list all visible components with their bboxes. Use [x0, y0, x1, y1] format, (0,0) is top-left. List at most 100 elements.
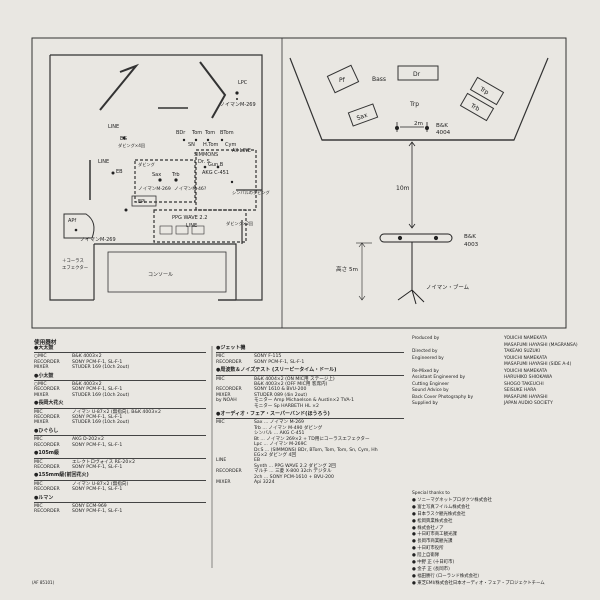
equipment-type: RECORDER — [34, 487, 60, 493]
equipment-title: 使用器材 — [34, 340, 57, 346]
thanks-item: ● 東芝EMI/株式会社日本オーディオ・フェア・プロジェクトチーム — [412, 580, 545, 586]
thanks-item: ● 陸上自衛隊 — [412, 553, 440, 559]
catalog-code: (AF 85101) — [32, 580, 55, 585]
eg-label: EG — [120, 136, 127, 142]
equipment-type: MIC — [34, 459, 43, 465]
credit-name: SHOGO TAKEUCHI — [504, 381, 544, 387]
thanks-item: ● ソニーマグネットプロダクツ株式会社 — [412, 497, 492, 503]
boom-label: ノイマン・ブーム — [426, 283, 470, 291]
two-m-label: 2m — [414, 121, 423, 127]
equipment-model: SONY PCM-F-1, SL-F-1 — [72, 387, 123, 393]
thanks-item: ● 十日町市役所 — [412, 546, 444, 552]
thanks-item: ● 十日町市商工観光課 — [412, 532, 457, 538]
equipment-type: MIC — [216, 354, 225, 360]
thanks-item: ● 中野 正 (十日町市) — [412, 560, 455, 566]
mic-label-neumann-269-low: ノイマンM-269 — [80, 237, 116, 243]
equipment-type: RECORDER — [34, 387, 60, 393]
equipment-model: モニター Sp HARBETH HL ×2 — [254, 403, 319, 409]
equipment-model: Dr.S ... (SIMMONS) BDr, BTom, Tom, Tom, … — [254, 447, 378, 453]
equipment-model: モニター Amp Michaelson & Austin×2 TVA-1 — [254, 398, 354, 404]
equipment-model: SONY PCM-F-1, SL-F-1 — [72, 464, 123, 470]
thanks-item: ● 株式会社ノア — [412, 525, 444, 531]
ten-m-label: 10m — [396, 185, 410, 192]
equipment-row: Lpc ... ノイマン M-269C — [216, 442, 404, 447]
trp-label-right: Trp — [409, 101, 419, 108]
dubbing-x4-label: ダビング×4回 — [118, 142, 145, 149]
equipment-model: エレクトロヴォイス RE-20×2 — [72, 459, 136, 465]
equipment-model: Trb ... ノイマン M-490 ダビング — [254, 425, 323, 431]
equipment-model: SONY PCM-F-1, SL-F-1 — [72, 359, 123, 365]
equipment-section-title: ●長岡大花火 — [34, 400, 64, 407]
mic-label-neumann-269-top: ノイマンM-269 — [220, 102, 256, 108]
section-rule — [34, 352, 206, 354]
equipment-section-title: ●小太鼓 — [34, 372, 54, 379]
credit-name: YOUICHI NAMEKATA — [504, 336, 548, 341]
equipment-type: MIC — [34, 437, 43, 443]
equipment-section-title: ●オーディオ・フェア・スーパーバンド(ほうろう) — [216, 411, 330, 418]
cymbal-dub-label: シンバルのダビング — [232, 189, 270, 196]
equipment-row: RECORDER SONY PCM-F-1, SL-F-1 — [34, 465, 206, 470]
equipment-row: Dr.S ... (SIMMONS) BDr, BTom, Tom, Tom, … — [216, 448, 404, 453]
equipment-section-title: ●ひぐらし — [34, 427, 59, 434]
equipment-type: MIC — [34, 503, 43, 509]
equipment-model: EB — [254, 458, 261, 464]
chorus-label: ＋コーラス — [62, 258, 84, 264]
apf-label: APf — [68, 218, 76, 224]
dubbing-x2-label: ダビング×2回 — [226, 220, 253, 227]
equipment-type: RECORDER — [216, 387, 242, 393]
equipment-model: SONY PCM-F-1, SL-F-1 — [72, 487, 123, 493]
equipment-type: RECORDER — [34, 464, 60, 470]
equipment-model: B&K 4003×2 — [72, 354, 102, 360]
trb-label: Trb — [171, 172, 180, 178]
simmons-dr-label: Dr. S — [198, 159, 210, 165]
trp-box — [469, 76, 505, 106]
epi-label: EPi — [138, 199, 145, 205]
equipment-row: RECORDER SONY PCM-F-1, SL-F-1 — [34, 487, 206, 492]
equipment-type: MIC — [34, 481, 43, 487]
section-rule — [34, 479, 206, 481]
equipment-row: RECORDER SONY PCM-F-1, SL-F-1 — [34, 360, 206, 365]
mic-label-neumann-46: ノイマンM-46? — [174, 186, 207, 192]
stage-plan — [289, 57, 549, 141]
trp-box-label: Trp — [478, 85, 490, 96]
piano-shape — [326, 64, 360, 94]
line-label-3: LINE — [186, 223, 197, 229]
equipment-model: B&K 4003×2 — [72, 382, 102, 388]
credit-row: MASAFUMI HAYASHI (SIDE A-4) — [412, 362, 578, 369]
equipment-type — [216, 404, 254, 409]
equipment-row: Bt ... ノイマン 269×2 + TD用にコーラスエフェクター — [216, 437, 404, 442]
thanks-item: ● 日本ラスク観光株式会社 — [412, 511, 466, 517]
section-rule — [216, 418, 404, 420]
section-rule — [34, 501, 206, 503]
equipment-type: ○MIC — [34, 382, 47, 388]
tom2-label: Tom — [204, 130, 215, 136]
equipment-type: MIC — [34, 409, 43, 415]
bk-top-num: 4004 — [436, 130, 451, 136]
equipment-model: SONY PCM-F-1, SL-F-1 — [72, 509, 123, 515]
equipment-type: RECORDER — [34, 359, 60, 365]
credit-name: MASAFUMI HAYASHI (MAGRANSA) — [504, 342, 578, 348]
equipment-type: MIC — [216, 420, 225, 426]
equipment-model: Lpc ... ノイマン M-269C — [254, 442, 307, 448]
credit-name: JAPAN AUDIO SOCIETY — [504, 401, 553, 406]
thanks-item: ● 長岡市商業観光課 — [412, 539, 453, 545]
gunbell-label: Gun.B — [208, 162, 224, 168]
equipment-model: マルチ ... 三菱 X-800 32ch デジタル — [254, 469, 332, 475]
